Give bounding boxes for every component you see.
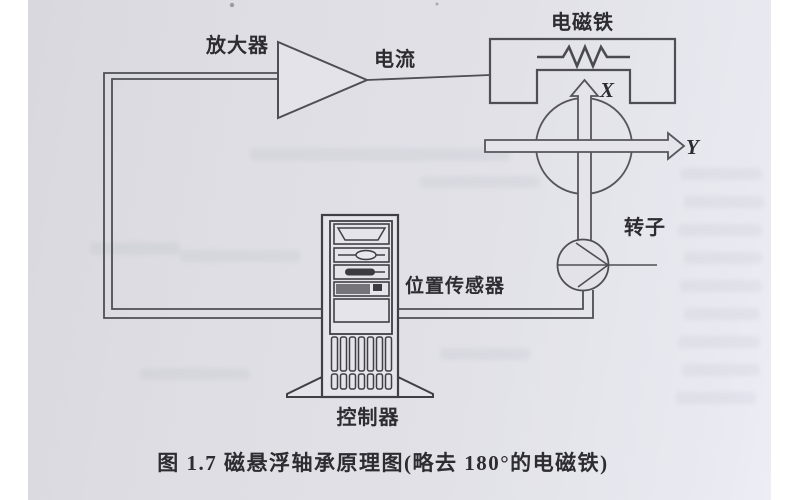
label-electromagnet: 电磁铁 bbox=[551, 10, 614, 34]
drive-button bbox=[373, 284, 382, 291]
drive-bay-1 bbox=[333, 223, 390, 245]
ink-speck bbox=[229, 2, 235, 8]
bleed-through-artifact bbox=[684, 308, 760, 320]
drive-bay-4 bbox=[333, 281, 390, 297]
label-position-sensor: 位置传感器 bbox=[405, 274, 505, 297]
label-axis-y: Y bbox=[686, 135, 701, 159]
label-controller: 控制器 bbox=[337, 405, 400, 429]
label-rotor: 转子 bbox=[624, 215, 666, 239]
bleed-through-artifact bbox=[684, 196, 764, 208]
feedback-wire-outer bbox=[103, 72, 594, 319]
bleed-through-artifact bbox=[420, 176, 540, 188]
controller-tower bbox=[286, 213, 434, 399]
bleed-through-artifact bbox=[180, 250, 300, 262]
drive-bay-2 bbox=[333, 247, 390, 263]
bleed-through-artifact bbox=[140, 368, 250, 380]
bleed-through-artifact bbox=[678, 336, 760, 348]
coil-symbol bbox=[537, 43, 630, 70]
x-axis-arrow bbox=[569, 78, 600, 244]
label-axis-x: X bbox=[599, 78, 615, 102]
drive-bay-5 bbox=[333, 298, 390, 323]
tower-front-panel bbox=[329, 220, 393, 335]
paper-background bbox=[28, 0, 771, 500]
vent-slots-lower bbox=[330, 373, 393, 390]
electromagnet-core bbox=[488, 37, 677, 105]
bleed-through-artifact bbox=[684, 252, 762, 264]
bleed-through-artifact bbox=[676, 392, 756, 404]
drive-faceplate bbox=[336, 284, 370, 294]
figure-caption: 图 1.7 磁悬浮轴承原理图(略去 180°的电磁铁) bbox=[157, 451, 608, 475]
ink-speck bbox=[435, 2, 439, 6]
eject-button bbox=[355, 249, 377, 261]
bleed-through-artifact bbox=[250, 148, 510, 161]
amplifier-triangle bbox=[277, 40, 370, 120]
y-axis-arrow bbox=[484, 131, 686, 161]
bleed-through-artifact bbox=[440, 348, 530, 360]
feedback-wire-inner bbox=[111, 78, 584, 310]
drive-tray-outline bbox=[336, 227, 387, 241]
bleed-through-artifact bbox=[680, 168, 762, 180]
drive-bay-3 bbox=[333, 264, 390, 280]
vent-slots-upper bbox=[330, 336, 393, 372]
label-current: 电流 bbox=[374, 47, 416, 71]
bleed-through-artifact bbox=[678, 224, 762, 236]
bleed-through-artifact bbox=[682, 364, 760, 376]
current-wire bbox=[366, 74, 491, 81]
floppy-slot bbox=[345, 268, 375, 276]
bleed-through-artifact bbox=[680, 280, 762, 292]
sensor-chords bbox=[575, 242, 609, 288]
label-amplifier: 放大器 bbox=[205, 33, 269, 57]
